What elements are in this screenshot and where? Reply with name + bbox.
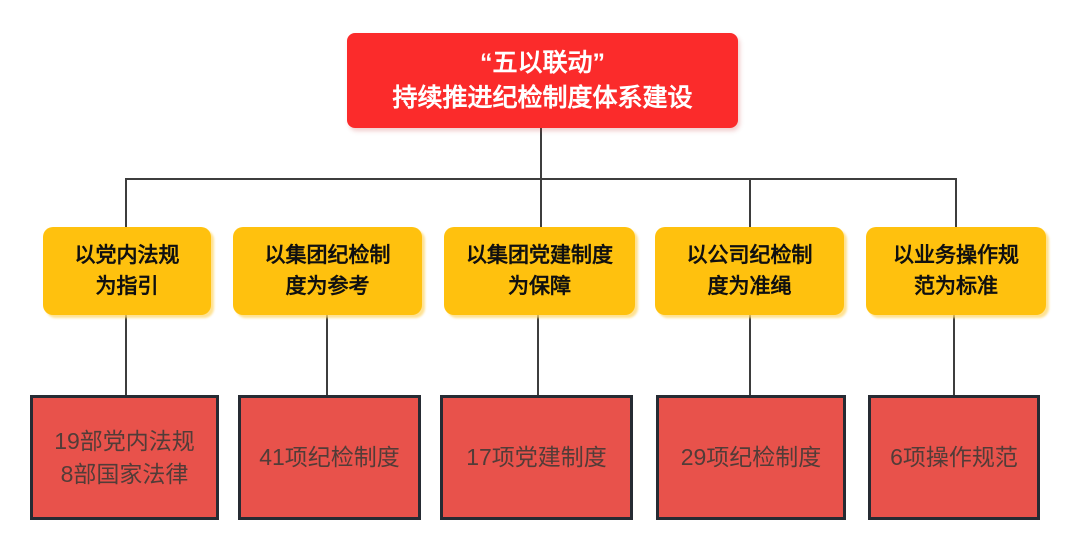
connector-line (749, 178, 751, 227)
connector-line (953, 315, 955, 395)
connector-line (326, 315, 328, 395)
connector-line (125, 315, 127, 395)
pillar-node-4: 以公司纪检制 度为准绳 (655, 227, 844, 315)
connector-line (125, 178, 127, 227)
result-node-4: 29项纪检制度 (656, 395, 846, 520)
connector-line (540, 128, 542, 227)
result-node-2: 41项纪检制度 (238, 395, 421, 520)
pillar-node-5: 以业务操作规 范为标准 (866, 227, 1046, 315)
root-node-title: “五以联动” 持续推进纪检制度体系建设 (347, 33, 738, 128)
pillar-node-2: 以集团纪检制 度为参考 (233, 227, 422, 315)
result-node-3: 17项党建制度 (440, 395, 633, 520)
result-node-1: 19部党内法规 8部国家法律 (30, 395, 219, 520)
connector-line (537, 315, 539, 395)
connector-line (125, 178, 957, 180)
connector-line (955, 178, 957, 227)
connector-line (749, 315, 751, 395)
pillar-node-3: 以集团党建制度 为保障 (444, 227, 635, 315)
pillar-node-1: 以党内法规 为指引 (43, 227, 211, 315)
result-node-5: 6项操作规范 (868, 395, 1040, 520)
